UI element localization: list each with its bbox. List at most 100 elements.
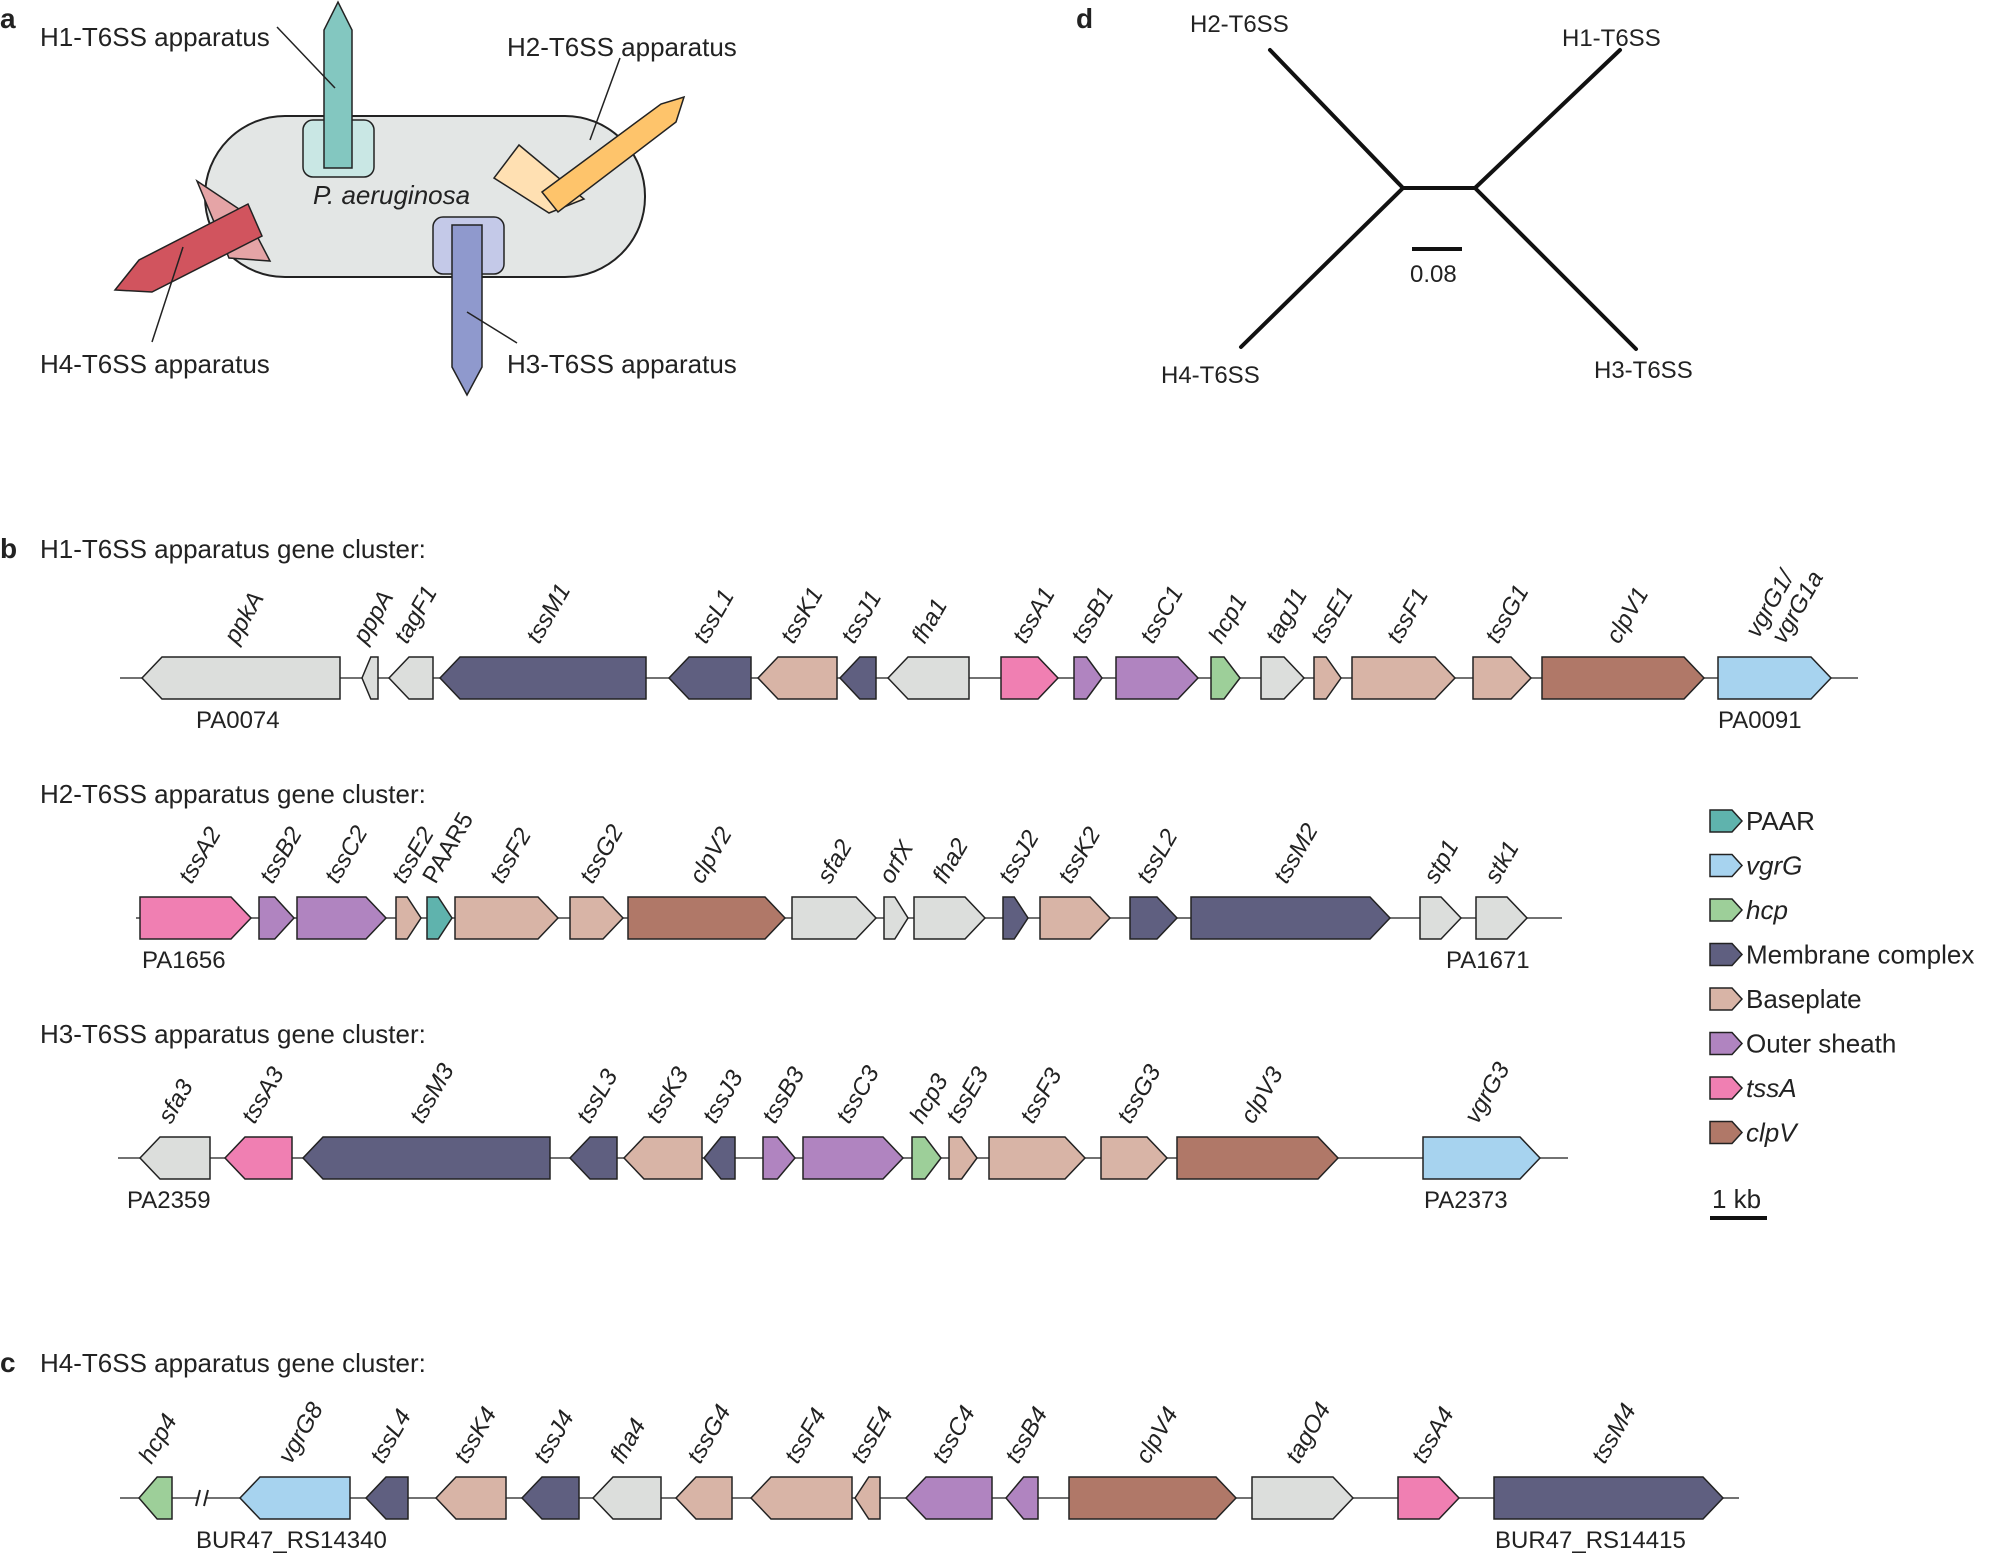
gene-label-tssK2: tssK2	[1053, 823, 1106, 888]
tree-branch-h2	[1268, 48, 1405, 190]
gene-arrow-tssG1	[1472, 656, 1533, 700]
gene-label-tssF2: tssF2	[484, 824, 537, 888]
gene-arrow-tssK4	[434, 1476, 507, 1520]
tree-leaf-h3: H3-T6SS	[1594, 357, 1693, 384]
gene-arrow-tssE3	[948, 1136, 978, 1180]
legend-label-hcp: hcp	[1746, 895, 1788, 925]
gene-arrow-tssF4	[749, 1476, 853, 1520]
gene-label-tagJ1: tagJ1	[1260, 584, 1313, 648]
gene-arrow-tssF2	[454, 896, 560, 940]
legend-label-outer-sheath: Outer sheath	[1746, 1029, 1896, 1059]
h4-apparatus-label: H4-T6SS apparatus	[40, 349, 270, 379]
locus-tag-start: PA2359	[127, 1187, 211, 1214]
legend-swatch-vgrg	[1709, 853, 1744, 878]
gene-arrow-clpV1	[1541, 656, 1706, 700]
gene-arrow-tssE2	[395, 896, 422, 940]
gene-arrow-tssC4	[904, 1476, 993, 1520]
gene-arrow-stk1	[1475, 896, 1529, 940]
tree-branches	[1239, 48, 1638, 351]
gene-label-clpV1: clpV1	[1601, 582, 1654, 648]
gene-label-fha4: fha4	[605, 1414, 652, 1468]
gene-label-tssA4: tssA4	[1406, 1403, 1459, 1468]
gene-label-hcp4: hcp4	[133, 1409, 182, 1468]
gene-arrow-clpV4	[1068, 1476, 1238, 1520]
gene-arrow-tssM1	[438, 656, 647, 700]
tree-branch-h3	[1473, 186, 1638, 351]
gene-arrow-tssE1	[1313, 656, 1342, 700]
gene-label-tssB4: tssB4	[1000, 1403, 1053, 1468]
h2-apparatus-label: H2-T6SS apparatus	[507, 32, 737, 62]
gene-label-tssA1: tssA1	[1007, 583, 1060, 648]
gene-arrow-tssG4	[674, 1476, 733, 1520]
gene-arrow-tssL1	[667, 656, 752, 700]
gene-label-tssJ3: tssJ3	[697, 1065, 749, 1128]
locus-tag-start: BUR47_RS14340	[196, 1527, 387, 1554]
gene-label-tagF1: tagF1	[389, 581, 443, 648]
gene-label-stk1: stk1	[1479, 836, 1524, 888]
tree-branch-h4	[1239, 186, 1405, 349]
panel-letter-a: a	[0, 3, 16, 34]
gene-arrow-tssK2	[1039, 896, 1112, 940]
gene-label-tssB3: tssB3	[757, 1062, 811, 1128]
legend-swatch-clpv	[1709, 1120, 1744, 1145]
sequence-break-mark	[195, 1489, 209, 1507]
gene-label-tssA2: tssA2	[173, 823, 226, 888]
gene-arrow-tagF1	[387, 656, 434, 700]
gene-arrow-tssG2	[569, 896, 625, 940]
gene-label-vgrG8: vgrG8	[273, 1397, 329, 1468]
gene-arrow-fha2	[913, 896, 987, 940]
gene-arrow-PAAR5	[426, 896, 453, 940]
gene-arrow-tssB4	[1005, 1476, 1039, 1520]
gene-label-tssF1: tssF1	[1381, 584, 1434, 648]
legend-label-membrane-complex: Membrane complex	[1746, 940, 1974, 970]
gene-arrow-tssA1	[1000, 656, 1060, 700]
gene-arrow-tssJ3	[703, 1136, 736, 1180]
gene-arrow-hcp4	[138, 1476, 173, 1520]
gene-arrow-tssA4	[1397, 1476, 1461, 1520]
gene-arrow-fha4	[591, 1476, 662, 1520]
gene-label-tssL2: tssL2	[1131, 825, 1183, 888]
gene-label-vgrG3: vgrG3	[1459, 1057, 1515, 1128]
legend-swatch-hcp	[1709, 898, 1744, 922]
gene-label-sfa2: sfa2	[812, 835, 858, 888]
locus-tag-start: PA0074	[196, 707, 280, 734]
legend-label-tssa: tssA	[1746, 1073, 1797, 1103]
h3-apparatus	[432, 216, 505, 397]
gene-label-fha2: fha2	[927, 834, 974, 888]
legend-label-baseplate: Baseplate	[1746, 984, 1862, 1014]
gene-label-tssK4: tssK4	[449, 1403, 502, 1468]
gene-label-clpV3: clpV3	[1235, 1062, 1289, 1128]
cell-label: P. aeruginosa	[313, 180, 470, 210]
locus-tag-end: PA0091	[1718, 707, 1802, 734]
gene-label-tssF3: tssF3	[1015, 1063, 1068, 1128]
gene-label-tssK3: tssK3	[641, 1062, 695, 1128]
gene-arrow-tssG3	[1100, 1136, 1169, 1180]
kb-scale-label: 1 kb	[1712, 1184, 1761, 1214]
gene-label-tssA3: tssA3	[236, 1062, 290, 1128]
tree-leaf-h1: H1-T6SS	[1562, 25, 1661, 52]
gene-arrow-tssK3	[622, 1136, 703, 1180]
gene-arrow-pppA	[361, 656, 379, 700]
legend-label-vgrg: vgrG	[1746, 851, 1802, 881]
cluster-title-h4: H4-T6SS apparatus gene cluster:	[40, 1348, 426, 1378]
gene-arrow-tssJ1	[838, 656, 877, 700]
gene-label-tssC3: tssC3	[831, 1061, 885, 1128]
tree-leaf-h2: H2-T6SS	[1190, 11, 1289, 38]
gene-arrow-tssF1	[1351, 656, 1457, 700]
locus-tag-end: PA2373	[1424, 1187, 1508, 1214]
locus-tag-start: PA1656	[142, 947, 226, 974]
gene-label-tssL4: tssL4	[365, 1405, 417, 1468]
legend-swatch-tssa	[1709, 1076, 1744, 1100]
gene-arrow-tssL2	[1129, 896, 1179, 940]
h1-apparatus	[302, 0, 375, 178]
gene-label-tssF4: tssF4	[779, 1404, 832, 1468]
gene-arrow-tssB1	[1073, 656, 1103, 700]
gene-label-tssB1: tssB1	[1066, 583, 1119, 648]
gene-arrow-tssM4	[1493, 1476, 1725, 1520]
legend-label-paar: PAAR	[1746, 806, 1815, 836]
gene-label-tssL1: tssL1	[688, 585, 740, 648]
cluster-title-h1: H1-T6SS apparatus gene cluster:	[40, 534, 426, 564]
gene-arrow-tssC1	[1115, 656, 1200, 700]
